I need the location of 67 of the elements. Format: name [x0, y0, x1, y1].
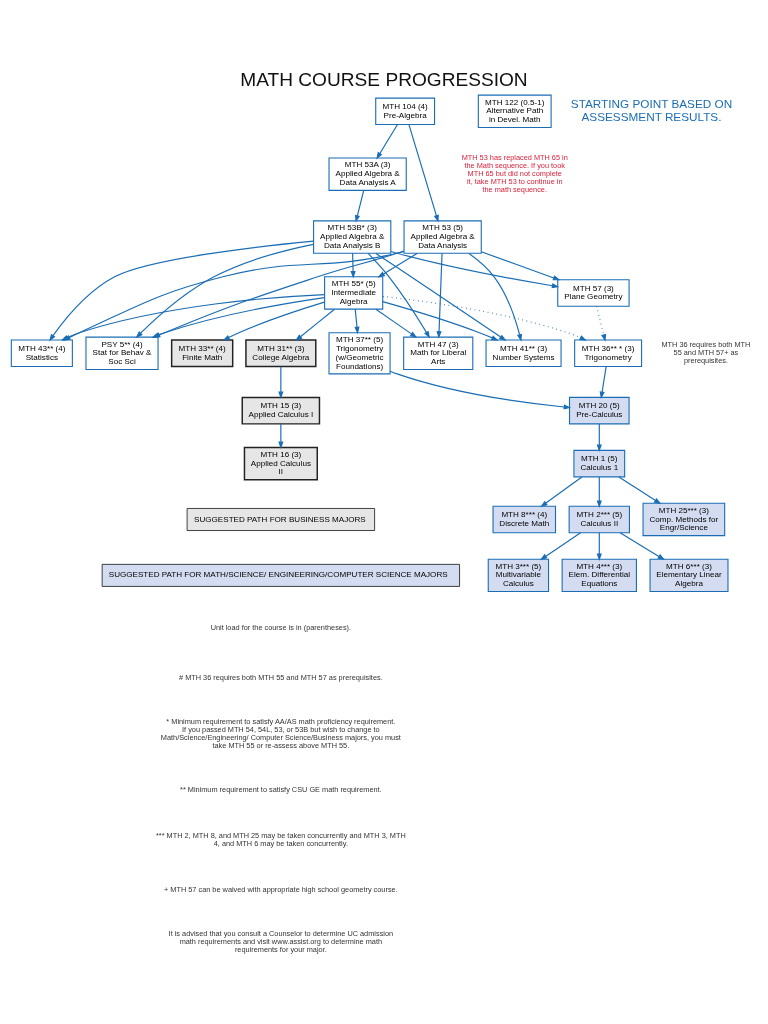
arrow — [367, 252, 431, 338]
label: MTH 36 requires both MTH 55 and MTH 57+ as prerequisites. — [661, 339, 751, 365]
node-box: MTH 47 (3) Math for Liberal Arts — [403, 336, 474, 370]
arrow — [278, 423, 284, 449]
node-box: MTH 55* (5) Intermediate Algebra — [324, 275, 384, 310]
arrow — [376, 123, 398, 159]
arrow — [619, 531, 666, 560]
node-box: MTH 25*** (3) Comp. Methods for Engr/Science — [642, 502, 726, 536]
arrow — [540, 475, 583, 507]
arrow — [596, 475, 602, 508]
arrow — [618, 475, 662, 504]
arrow — [408, 123, 439, 222]
arrow — [377, 252, 418, 278]
arrow — [480, 250, 561, 280]
node-box: MTH 37** (5) Trigonometry (w/Geometric Foundations) — [328, 331, 391, 374]
node-box: MTH 20 (5) Pre-Calculus — [568, 396, 630, 424]
node-box: MTH 8*** (4) Discrete Math — [492, 505, 557, 533]
arrow — [599, 365, 607, 399]
arrow — [354, 308, 360, 334]
node-box: MTH 1 (5) Calculus 1 — [573, 449, 626, 477]
arrow — [389, 370, 572, 410]
arrow — [278, 365, 284, 399]
node-box: PSY 5** (4) Stat for Behav & Soc Sci — [85, 336, 159, 370]
node-box: MTH 104 (4) Pre-Algebra — [375, 97, 436, 125]
node-box: MTH 53B* (3) Applied Algebra & Data Analysis B — [313, 219, 392, 254]
arrow — [390, 250, 560, 288]
arrow — [354, 189, 365, 223]
node-box: MTH 15 (3) Applied Calculus I — [241, 396, 321, 425]
diagram-title: MATH COURSE PROGRESSION — [240, 68, 528, 90]
arrow — [436, 252, 443, 339]
label: ** Minimum requirement to satisfy CSU GE math requirement. — [180, 784, 382, 794]
node-box: MTH 2*** (5) Calculus II — [568, 505, 630, 533]
arrow — [375, 308, 418, 338]
node-box: MTH 3*** (5) Multivariable Calculus — [487, 558, 550, 592]
node-box: MTH 41** (3) Number Systems — [485, 339, 562, 367]
node-box: MTH 4*** (3) Elem. Differential Equations — [561, 558, 637, 592]
node-box: MTH 16 (3) Applied Calculus II — [243, 446, 318, 480]
label: Unit load for the course is in (parentheses). — [210, 622, 352, 632]
node-box: MTH 43** (4) Statistics — [10, 339, 73, 367]
arrow — [222, 301, 325, 341]
arrow — [596, 423, 602, 452]
label: It is advised that you consult a Counselor to determine UC admission math requirements and visit www.assist.org to determine math requirements for your major. — [168, 928, 394, 954]
node-box: MTH 53 (5) Applied Algebra & Data Analysis — [403, 219, 482, 254]
label: + MTH 57 can be waived with appropriate high school geometry course. — [164, 884, 398, 894]
node-box: MTH 57 (3) Plane Geometry — [557, 278, 630, 307]
arrow — [375, 252, 507, 341]
label: STARTING POINT BASED ON ASSESSMENT RESULTS. — [570, 96, 733, 123]
node-box: MTH 36** * (3) Trigonometry — [574, 339, 643, 367]
label: MTH 53 has replaced MTH 65 in the Math sequence. If you took MTH 65 but did not complete it, take MTH 53 to continue in the math sequence. — [461, 152, 568, 194]
arrow — [539, 531, 582, 560]
label: * Minimum requirement to satisfy AA/AS math proficiency requirement. If you passed MTH 54, 54L, 53, or 53B but wish to change to Math/Science/Engineering/ Computer Science/Business majors, you must take MTH 55 or re-assess above MTH 55. — [160, 716, 401, 750]
arrow — [382, 295, 587, 341]
arrow — [295, 308, 336, 341]
node-box: MTH 31** (3) College Algebra — [245, 338, 317, 367]
arrow — [596, 531, 602, 561]
legend-label: SUGGESTED PATH FOR MATH/SCIENCE/ ENGINEERING/COMPUTER SCIENCE MAJORS — [108, 569, 448, 579]
node-box: MTH 6*** (3) Elementary Linear Algebra — [649, 558, 729, 592]
arrow — [382, 300, 499, 341]
label: # MTH 36 requires both MTH 55 and MTH 57 as prerequisites. — [179, 672, 383, 682]
label: *** MTH 2, MTH 8, and MTH 25 may be taken concurrently and MTH 3, MTH 4, and MTH 6 may be taken concurrently. — [155, 830, 406, 848]
arrow — [350, 252, 356, 279]
arrow — [468, 252, 523, 342]
node-box: MTH 33** (4) Finite Math — [170, 338, 234, 367]
node-box: MTH 122 (0.5-1) Alternative Path in Devel. Math — [477, 94, 552, 128]
legend-label: SUGGESTED PATH FOR BUSINESS MAJORS — [194, 514, 366, 524]
arrow — [596, 305, 607, 342]
node-box: MTH 53A (3) Applied Algebra & Data Analysis A — [328, 157, 407, 191]
